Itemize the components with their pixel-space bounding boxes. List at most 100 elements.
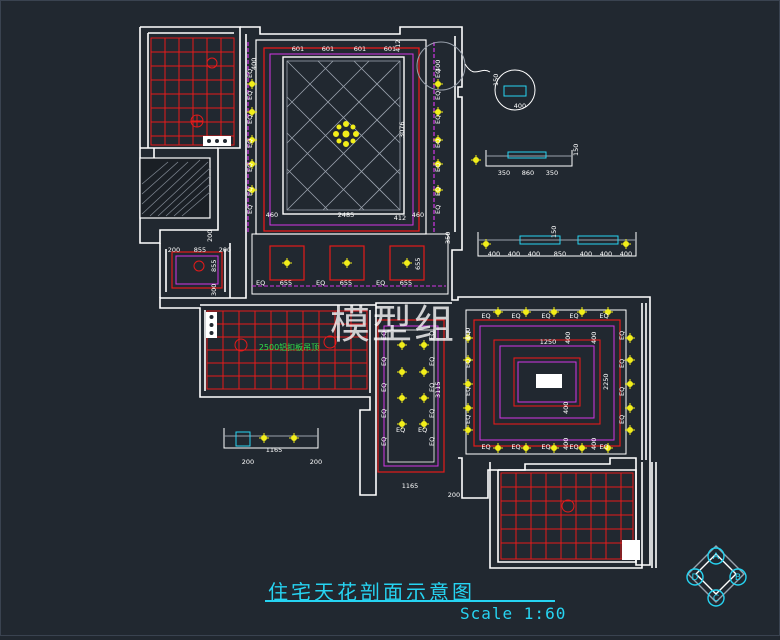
dimension-label: EQ (380, 331, 388, 340)
bottom-room-tile-grid (500, 472, 634, 560)
kitchen-tile-grid (150, 37, 235, 146)
dimension-label: EQ (569, 312, 578, 320)
downlight-icon (397, 419, 407, 429)
dimension-label: EQ (464, 415, 472, 424)
downlight-icon (577, 307, 587, 317)
dimension-label: EQ (316, 279, 325, 287)
dimension-label: EQ (418, 426, 427, 434)
downlight-icon (625, 333, 635, 343)
dimension-label: 400 (514, 102, 526, 110)
dimension-label: EQ (434, 187, 442, 196)
stair-hatch (139, 157, 211, 219)
compass-label-a: A (713, 552, 720, 562)
downlight-icon (247, 79, 257, 89)
dimension-label: 400 (508, 250, 520, 258)
dimension-label: 850 (554, 250, 566, 258)
section-detail-3 (223, 428, 319, 449)
dimension-label: 1165 (266, 446, 283, 454)
dimension-label: EQ (464, 387, 472, 396)
downlight-icon (549, 443, 559, 453)
dimension-label: 200 (206, 230, 214, 242)
dimension-label: 3115 (434, 381, 442, 398)
dimension-label: EQ (599, 312, 608, 320)
led-cove-lines (247, 42, 435, 232)
dimension-label: 400 (564, 332, 572, 344)
dimension-label: EQ (511, 312, 520, 320)
dimension-label: EQ (618, 359, 626, 368)
compass-label-c: C (713, 594, 719, 604)
dimension-label: 200 (310, 458, 322, 466)
dimension-label: EQ (246, 187, 254, 196)
dimension-label: EQ (434, 69, 442, 78)
dimension-label: 1250 (540, 338, 557, 346)
dimension-label: 400 (590, 332, 598, 344)
compass-label-b: B (735, 573, 741, 583)
dimension-label: EQ (481, 312, 490, 320)
dimension-label: EQ (246, 163, 254, 172)
dimension-label: EQ (434, 139, 442, 148)
dimension-label: EQ (428, 437, 436, 446)
dimension-label: 400 (620, 250, 632, 258)
drawing-scale: Scale 1:60 (460, 604, 567, 623)
downlight-icon (342, 258, 352, 268)
section-detail-4 (416, 41, 536, 111)
downlight-icon (463, 355, 473, 365)
dimension-label: EQ (541, 312, 550, 320)
dimension-label: EQ (434, 91, 442, 100)
chandelier-symbol (333, 121, 359, 147)
downlight-icon (625, 355, 635, 365)
downlight-icon (433, 107, 443, 117)
dimension-label: EQ (246, 91, 254, 100)
dimension-label: 2250 (602, 373, 610, 390)
downlight-icon (577, 443, 587, 453)
downlight-icon (433, 185, 443, 195)
dimension-label: 400 (250, 58, 258, 70)
downlight-icon (549, 307, 559, 317)
dimension-label: EQ (246, 205, 254, 214)
downlight-icon (463, 333, 473, 343)
section-detail-2 (477, 232, 637, 257)
dimension-label: 400 (488, 250, 500, 258)
downlight-icon (463, 403, 473, 413)
dimension-label: 412 (394, 214, 406, 222)
dimension-label: EQ (428, 409, 436, 418)
dimension-label: 601 (354, 45, 366, 53)
dimension-label: EQ (380, 357, 388, 366)
downlight-icon (463, 425, 473, 435)
dimension-label: EQ (380, 383, 388, 392)
downlight-icon (603, 307, 613, 317)
dimension-label: EQ (618, 387, 626, 396)
downlight-icon (397, 367, 407, 377)
downlight-icon (289, 433, 299, 443)
dimension-label: EQ (481, 443, 490, 451)
downlight-icon (419, 419, 429, 429)
dimension-label: 655 (400, 279, 412, 287)
downlight-icon (493, 307, 503, 317)
dimension-label: 655 (340, 279, 352, 287)
dimension-label: 200 (448, 491, 460, 499)
dimension-label: EQ (246, 115, 254, 124)
compass-symbol (686, 545, 747, 607)
dimension-label: 460 (266, 211, 278, 219)
downlight-icon (397, 340, 407, 350)
walls (139, 26, 657, 569)
compass-label-d: D (692, 573, 699, 583)
downlight-icon (625, 425, 635, 435)
small-room-ceiling (171, 251, 223, 289)
dimension-label: 400 (590, 438, 598, 450)
dimension-label: 2485 (338, 211, 355, 219)
dimension-label: EQ (464, 359, 472, 368)
dimension-label: EQ (428, 331, 436, 340)
dimension-label: EQ (246, 69, 254, 78)
watermark: 模型组 (330, 302, 456, 348)
downlight-icon (521, 307, 531, 317)
dimension-label: EQ (464, 331, 472, 340)
dimension-label: EQ (434, 163, 442, 172)
dimension-label: EQ (380, 437, 388, 446)
dimension-label: 601 (322, 45, 334, 53)
dimension-label: 150 (550, 226, 558, 238)
dimension-label: EQ (256, 279, 265, 287)
